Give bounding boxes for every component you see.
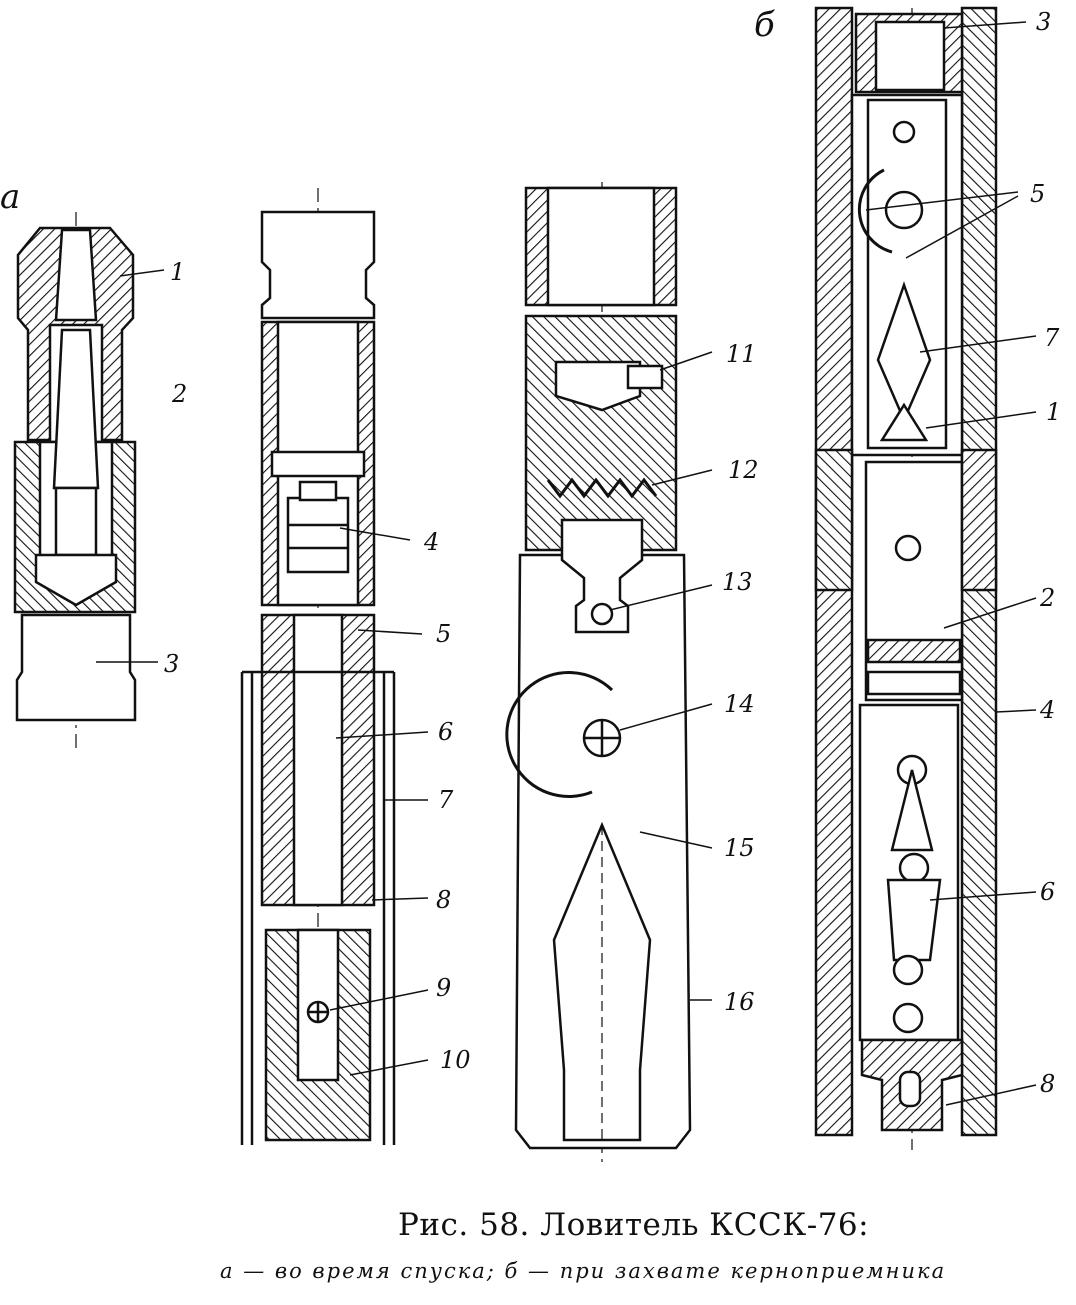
assembly-parts-4-10 xyxy=(240,188,396,1145)
label-16: 16 xyxy=(724,988,755,1016)
label-9: 9 xyxy=(436,974,451,1002)
label-2: 2 xyxy=(171,380,187,408)
label-3: 3 xyxy=(164,650,179,678)
assembly-a xyxy=(13,212,137,748)
label-5: 5 xyxy=(436,620,451,648)
assembly-b xyxy=(814,6,998,1150)
assembly-parts-11-16 xyxy=(505,182,692,1162)
label-12: 12 xyxy=(728,456,759,484)
label-b8: 8 xyxy=(1040,1070,1055,1098)
subfig-b-label: б xyxy=(754,5,775,45)
caption-title: Рис. 58. Ловитель КССК-76: xyxy=(398,1207,870,1243)
label-11: 11 xyxy=(726,340,757,368)
part-labels: а б 1 2 3 4 5 6 7 8 9 10 11 12 13 14 15 … xyxy=(0,5,1061,1098)
caption-legend: а — во время спуска; б — при захвате кер… xyxy=(220,1259,947,1283)
label-b5: 5 xyxy=(1030,180,1045,208)
label-13: 13 xyxy=(722,568,753,596)
figure-caption: Рис. 58. Ловитель КССК-76: а — во время … xyxy=(0,1205,1076,1305)
label-b6: 6 xyxy=(1040,878,1055,906)
label-1: 1 xyxy=(170,258,185,286)
label-7: 7 xyxy=(438,786,454,814)
label-b2: 2 xyxy=(1039,584,1055,612)
leader-lines xyxy=(96,21,1037,1106)
subfig-a-label: а xyxy=(0,177,20,217)
label-10: 10 xyxy=(440,1046,471,1074)
label-b3: 3 xyxy=(1036,8,1051,36)
label-b4: 4 xyxy=(1039,696,1055,724)
label-14: 14 xyxy=(724,690,755,718)
label-4: 4 xyxy=(423,528,439,556)
label-8: 8 xyxy=(436,886,451,914)
label-15: 15 xyxy=(724,834,755,862)
label-b1: 1 xyxy=(1046,398,1061,426)
label-6: 6 xyxy=(438,718,453,746)
label-b7: 7 xyxy=(1044,324,1060,352)
